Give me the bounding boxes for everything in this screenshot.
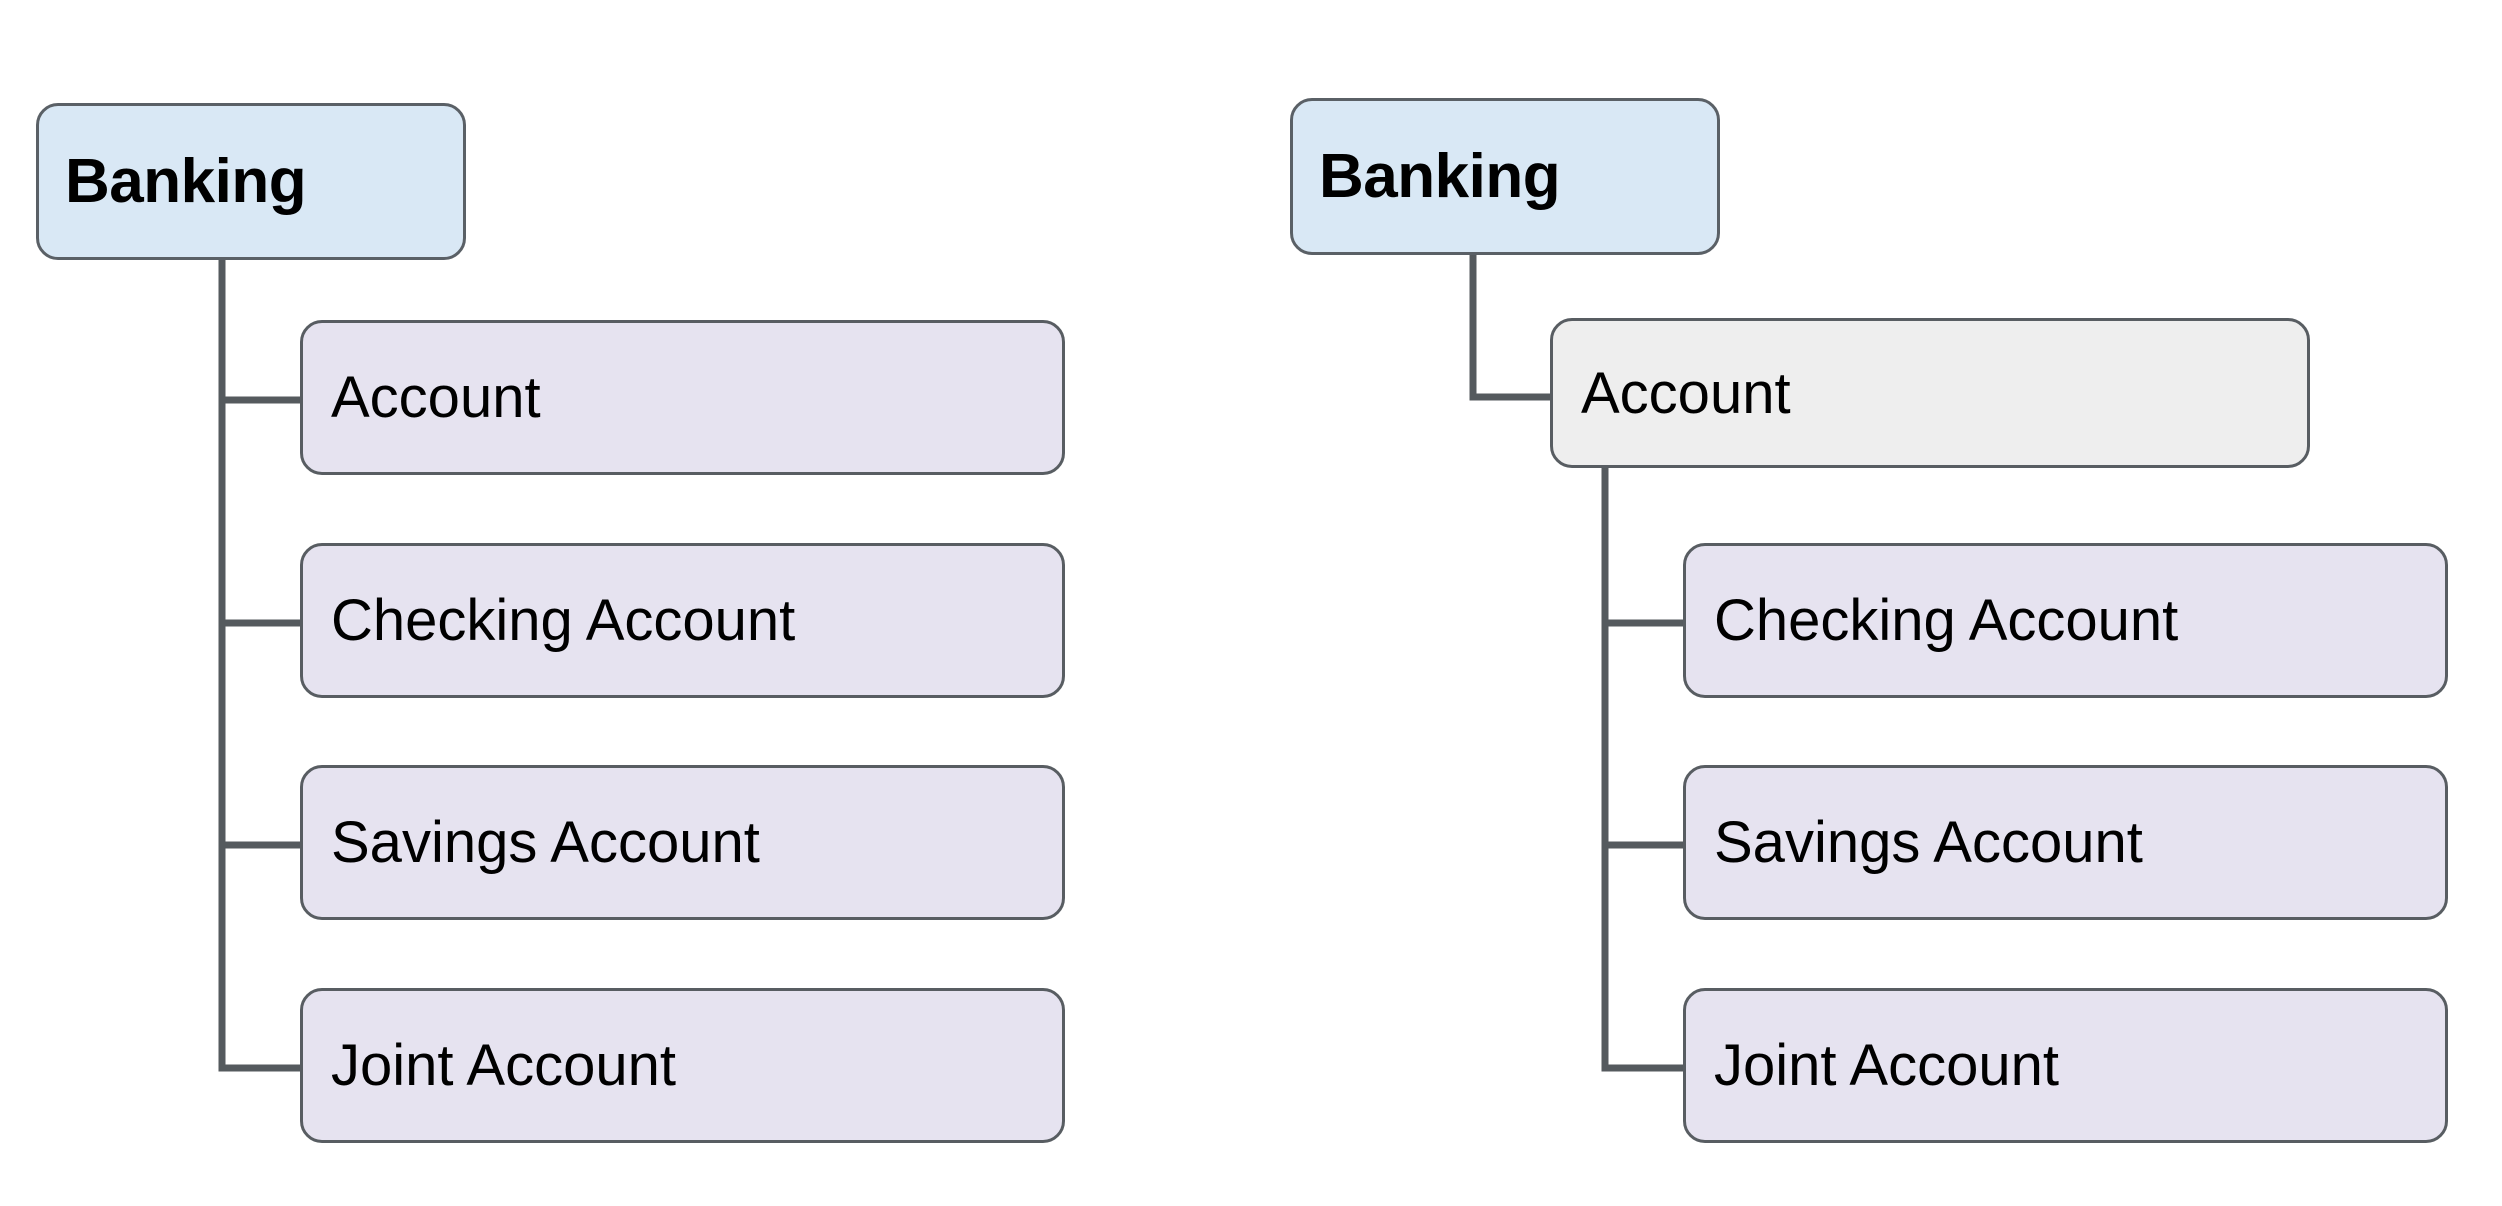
- node-joint-account[interactable]: Joint Account: [300, 988, 1065, 1143]
- node-banking-root[interactable]: Banking: [36, 103, 466, 260]
- edge-banking-to-account: [1469, 251, 1554, 401]
- node-account[interactable]: Account: [300, 320, 1065, 475]
- node-label: Banking: [1319, 142, 1561, 211]
- node-label: Account: [1581, 360, 1791, 426]
- node-label: Checking Account: [331, 588, 796, 653]
- node-label: Banking: [65, 147, 307, 216]
- node-savings-account[interactable]: Savings Account: [300, 765, 1065, 920]
- node-savings-account[interactable]: Savings Account: [1683, 765, 2448, 920]
- node-label: Account: [331, 365, 541, 430]
- node-account-branch[interactable]: Account: [1550, 318, 2310, 468]
- node-label: Joint Account: [1714, 1033, 2059, 1098]
- node-label: Checking Account: [1714, 588, 2179, 653]
- node-label: Joint Account: [331, 1033, 676, 1098]
- node-banking-root[interactable]: Banking: [1290, 98, 1720, 255]
- node-checking-account[interactable]: Checking Account: [300, 543, 1065, 698]
- node-checking-account[interactable]: Checking Account: [1683, 543, 2448, 698]
- nested-hierarchy-diagram: Banking Account Checking Account Savings…: [1250, 0, 2502, 1206]
- node-joint-account[interactable]: Joint Account: [1683, 988, 2448, 1143]
- node-label: Savings Account: [331, 810, 760, 875]
- node-label: Savings Account: [1714, 810, 2143, 875]
- flat-hierarchy-diagram: Banking Account Checking Account Savings…: [0, 0, 1200, 1206]
